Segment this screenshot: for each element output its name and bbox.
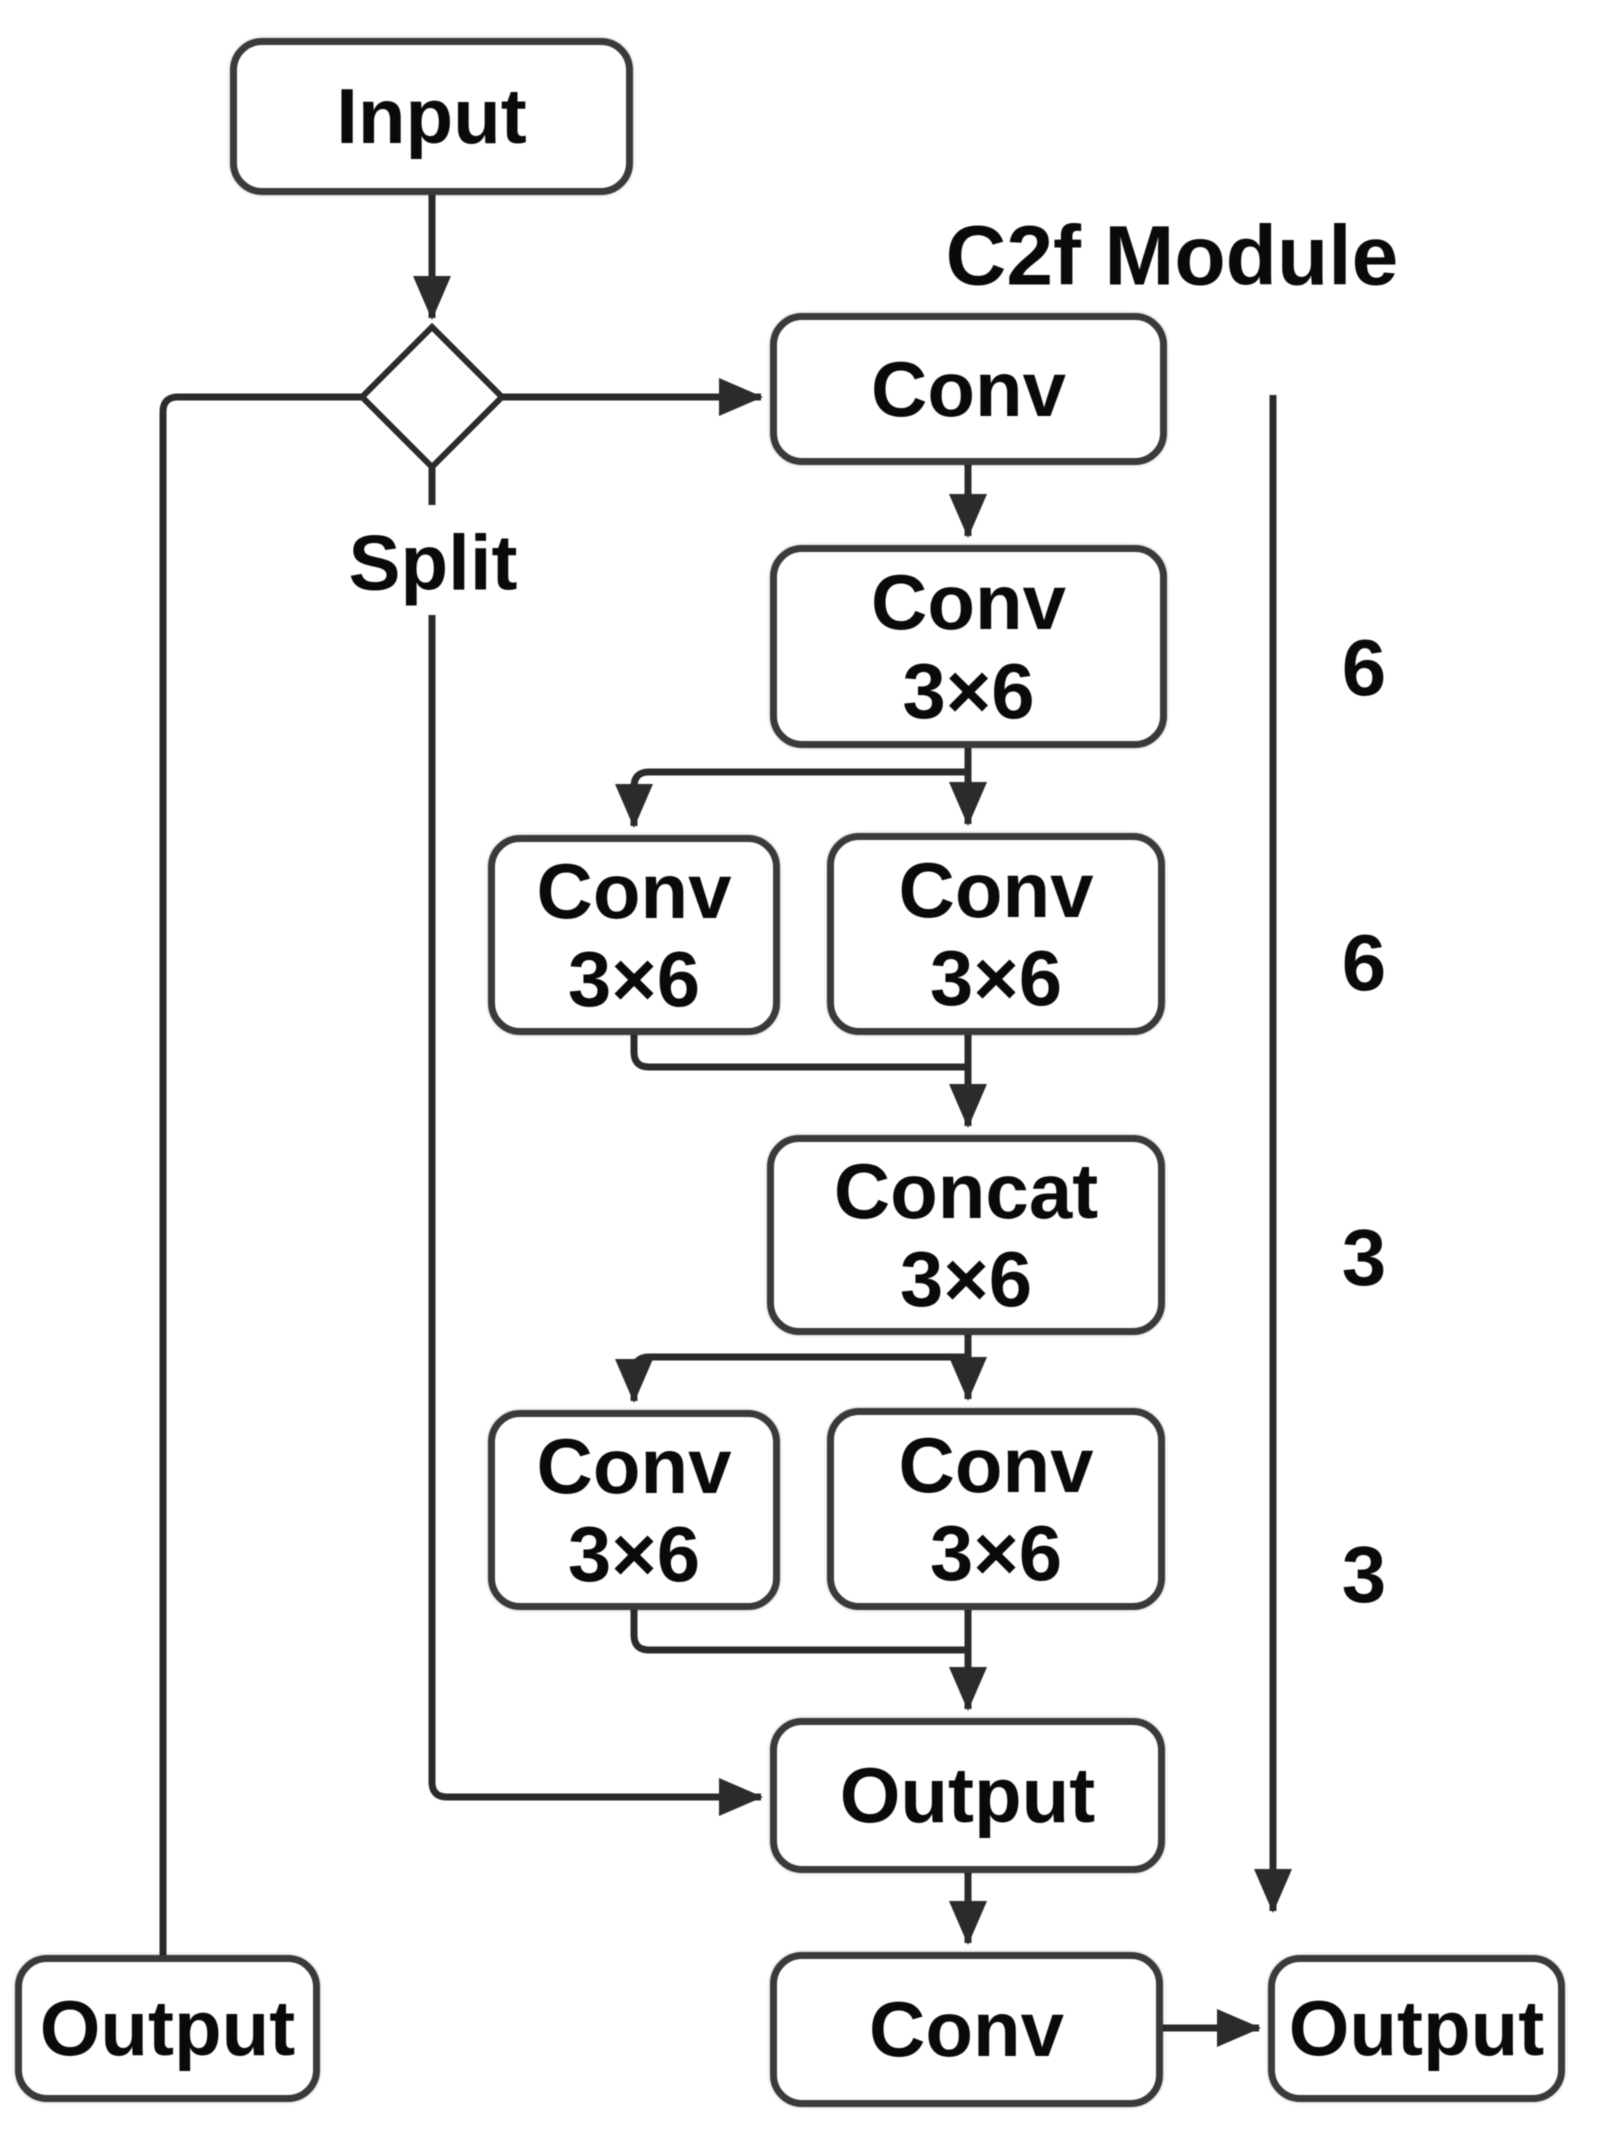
node-concat-3x6-sub: 3×6 bbox=[899, 1235, 1033, 1323]
edge-split-to-output-module bbox=[428, 615, 763, 1816]
diagram-title: C2f Module bbox=[945, 208, 1399, 303]
node-output-module: Output bbox=[770, 1718, 1165, 1873]
node-conv-3x6-left1-sub: 3×6 bbox=[567, 935, 701, 1023]
node-concat-3x6-label: Concat bbox=[833, 1146, 1099, 1235]
node-conv-3x6-right1: Conv 3×6 bbox=[827, 833, 1165, 1035]
repeat-count-3b: 3 bbox=[1341, 1530, 1387, 1619]
node-output-module-label: Output bbox=[839, 1751, 1096, 1840]
edge-left1-merge bbox=[630, 1035, 966, 1071]
node-conv-3x6-right2: Conv 3×6 bbox=[827, 1408, 1165, 1610]
repeat-count-3a: 3 bbox=[1341, 1213, 1387, 1302]
edge-conv3x6-to-left1 bbox=[615, 768, 968, 828]
edge-left2-merge bbox=[630, 1610, 966, 1654]
split-label: Split bbox=[348, 518, 518, 607]
node-conv-3x6-main: Conv 3×6 bbox=[770, 545, 1167, 748]
repeat-count-6a: 6 bbox=[1341, 623, 1387, 712]
node-conv-3x6-left1: Conv 3×6 bbox=[488, 835, 780, 1035]
edge-split-to-output-left bbox=[159, 393, 362, 1955]
edge-concat-to-left2 bbox=[615, 1353, 968, 1403]
node-output-left-label: Output bbox=[39, 1984, 296, 2073]
node-conv-top: Conv bbox=[770, 313, 1167, 465]
node-conv-3x6-left1-label: Conv bbox=[536, 846, 732, 935]
node-output-right: Output bbox=[1268, 1955, 1565, 2102]
repeat-count-6b: 6 bbox=[1341, 918, 1387, 1007]
node-input: Input bbox=[230, 38, 633, 195]
node-conv-bottom-label: Conv bbox=[869, 1985, 1064, 2074]
node-input-label: Input bbox=[336, 72, 527, 161]
node-conv-3x6-main-sub: 3×6 bbox=[902, 646, 1035, 735]
node-concat-3x6: Concat 3×6 bbox=[767, 1135, 1165, 1335]
node-output-left: Output bbox=[15, 1955, 320, 2102]
node-conv-3x6-main-label: Conv bbox=[871, 558, 1066, 647]
node-conv-3x6-left2: Conv 3×6 bbox=[488, 1410, 780, 1610]
node-conv-3x6-left2-label: Conv bbox=[536, 1421, 732, 1510]
node-conv-3x6-right2-label: Conv bbox=[898, 1420, 1094, 1509]
node-conv-3x6-right2-sub: 3×6 bbox=[929, 1509, 1063, 1597]
split-diamond bbox=[357, 322, 507, 472]
node-conv-3x6-right1-sub: 3×6 bbox=[929, 934, 1063, 1022]
node-conv-top-label: Conv bbox=[871, 344, 1066, 433]
node-output-right-label: Output bbox=[1288, 1984, 1545, 2073]
node-conv-3x6-right1-label: Conv bbox=[898, 845, 1094, 934]
node-conv-3x6-left2-sub: 3×6 bbox=[567, 1510, 701, 1598]
node-conv-bottom: Conv bbox=[770, 1952, 1163, 2107]
